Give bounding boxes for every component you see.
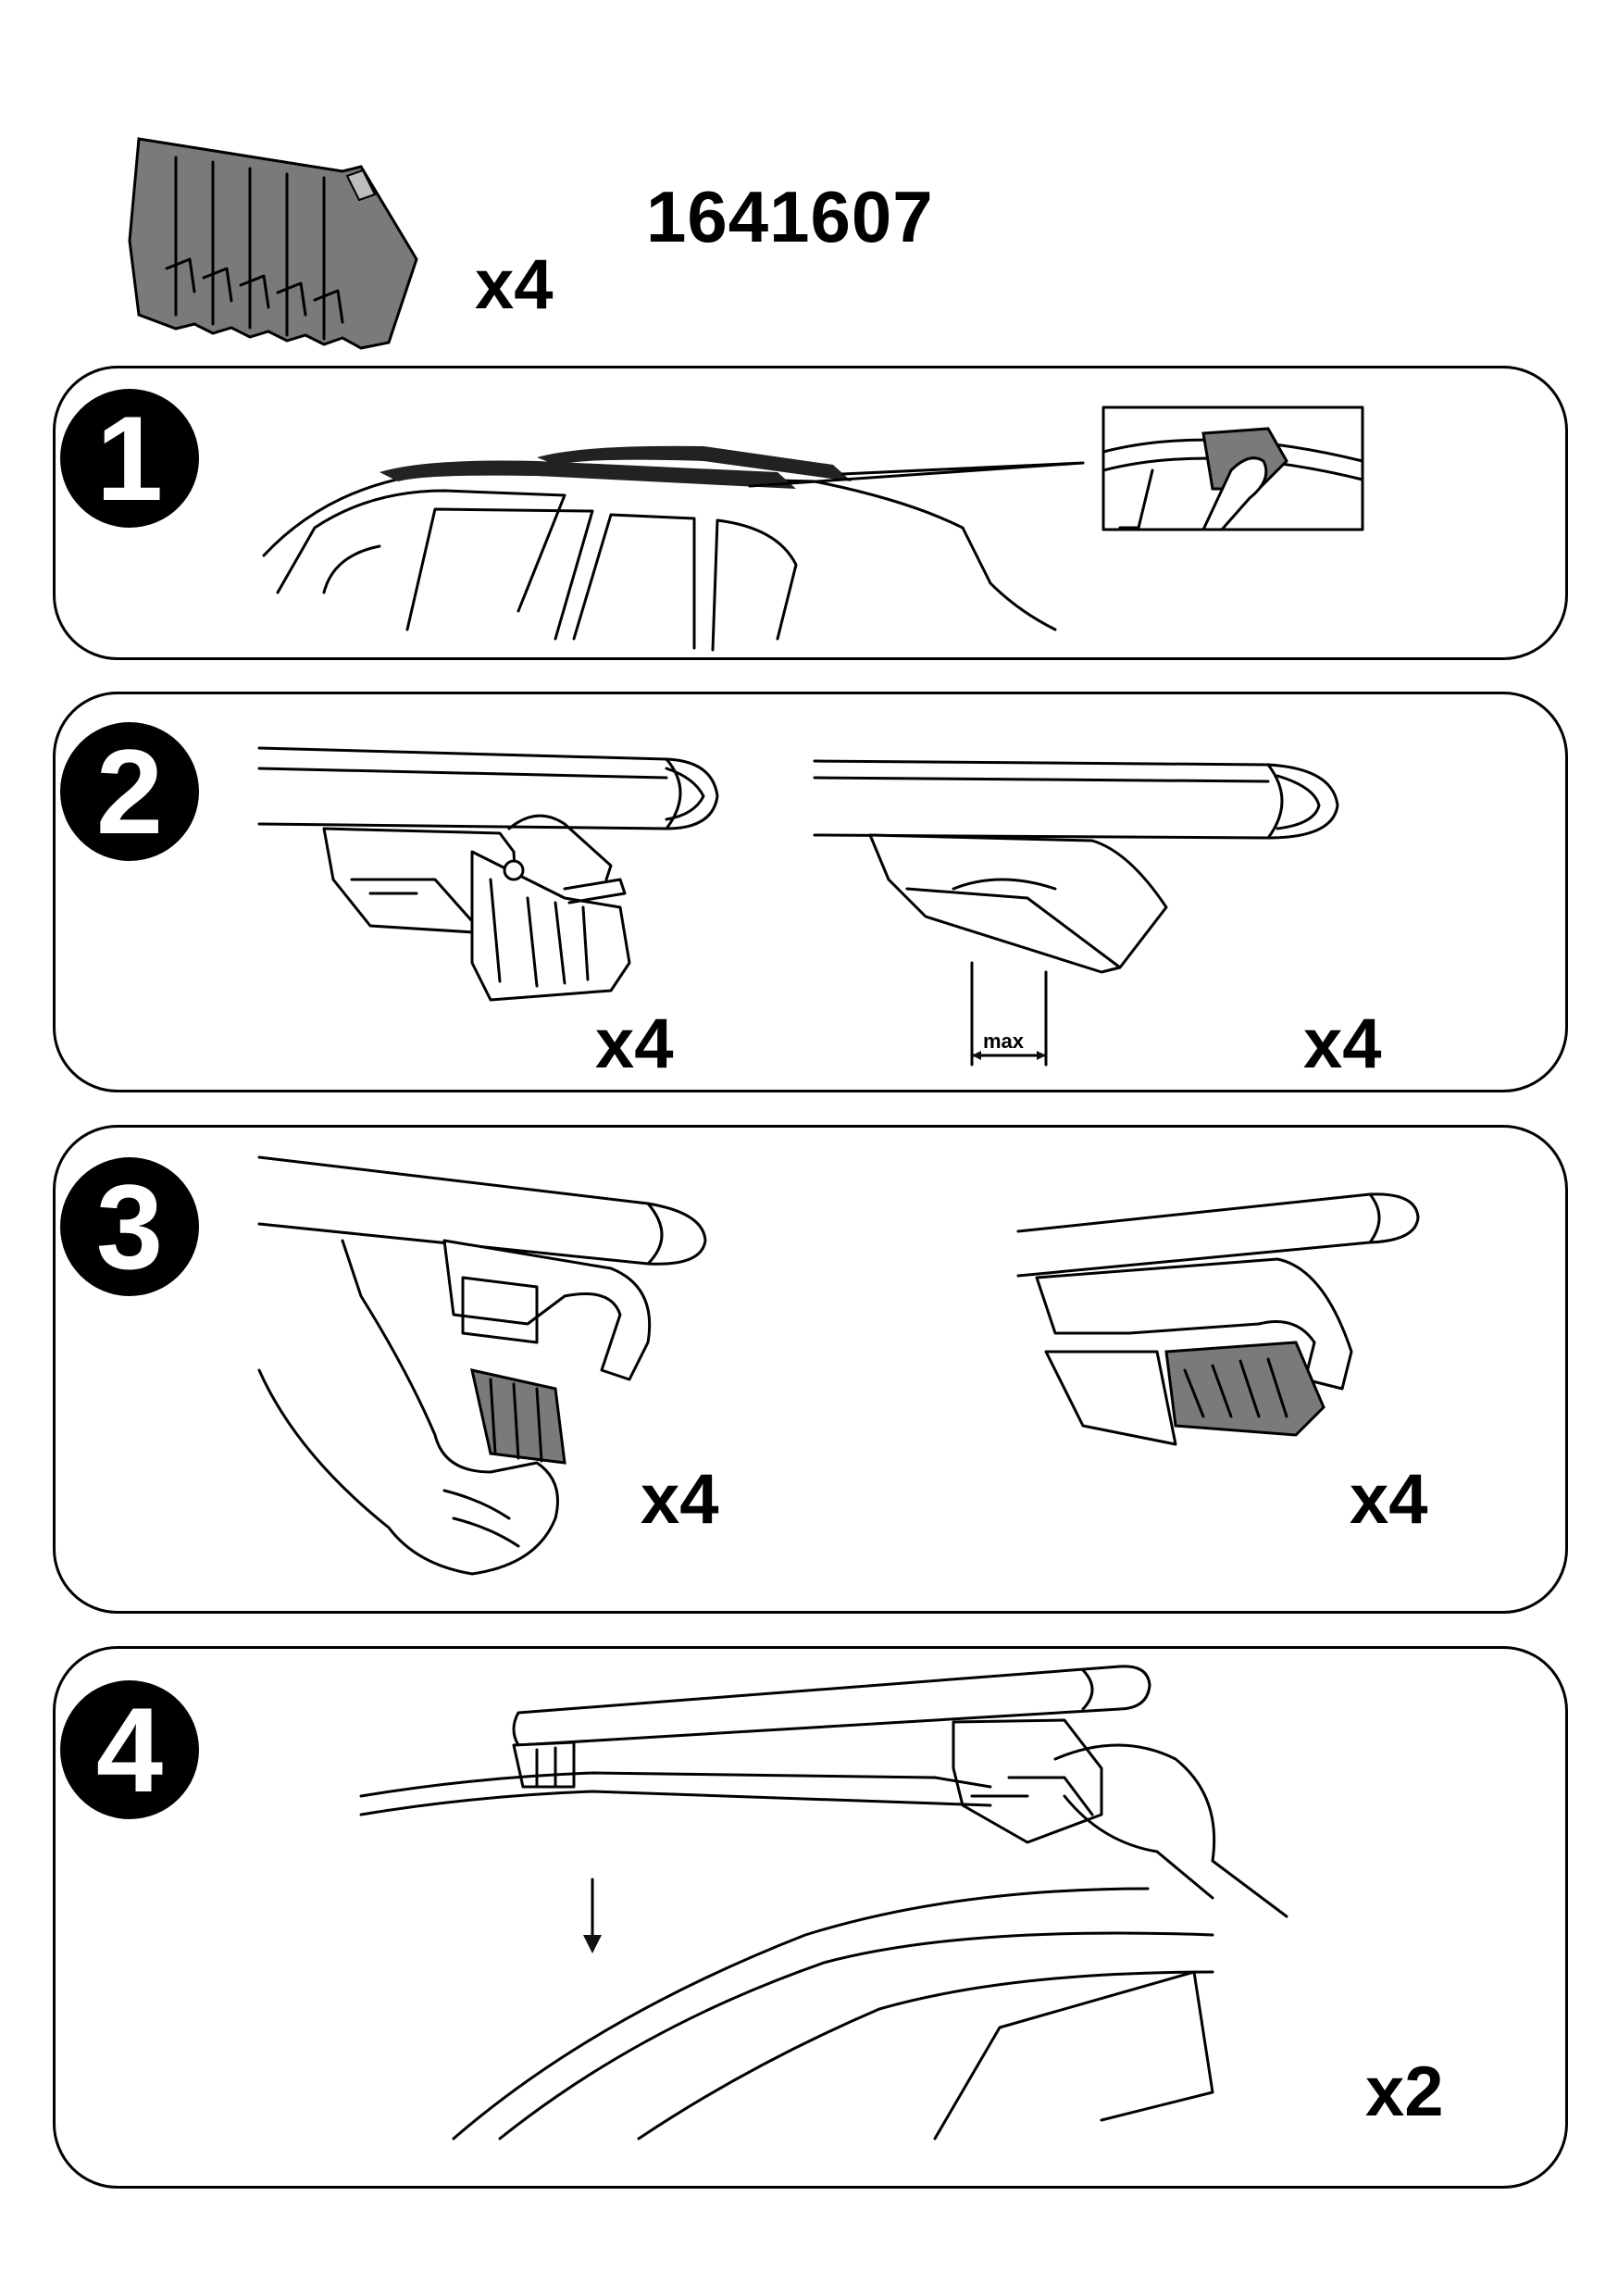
step-4-badge: 4 bbox=[60, 1680, 199, 1819]
step-3-quantity-left: x4 bbox=[641, 1460, 719, 1539]
pad-quantity: x4 bbox=[475, 245, 554, 324]
mounted-pad-foot-icon bbox=[1016, 1192, 1420, 1446]
mounting-pad-hands-icon bbox=[257, 1155, 707, 1576]
step-2-panel bbox=[53, 692, 1568, 1092]
part-number: 1641607 bbox=[646, 176, 934, 257]
hand-cleaning-cloth-icon bbox=[1101, 406, 1364, 531]
step-3-badge: 3 bbox=[60, 1157, 199, 1296]
step-2-quantity-right: x4 bbox=[1303, 1004, 1382, 1083]
step-2-badge: 2 bbox=[60, 722, 199, 861]
bar-installation-icon bbox=[359, 1665, 1288, 2140]
roof-bar-foot-side-icon: max bbox=[813, 759, 1339, 1067]
step-2-quantity-left: x4 bbox=[595, 1004, 674, 1083]
car-roof-rails-icon bbox=[262, 445, 1085, 652]
step-4-panel bbox=[53, 1646, 1568, 2189]
rubber-pad-icon bbox=[128, 137, 418, 350]
step-1-panel bbox=[53, 366, 1568, 660]
step-3-panel bbox=[53, 1125, 1568, 1614]
max-label: max bbox=[983, 1029, 1025, 1053]
step-4-quantity: x2 bbox=[1365, 2053, 1444, 2131]
step-1-badge: 1 bbox=[60, 389, 199, 528]
step-3-quantity-right: x4 bbox=[1350, 1460, 1428, 1539]
roof-bar-foot-icon bbox=[257, 746, 719, 1002]
